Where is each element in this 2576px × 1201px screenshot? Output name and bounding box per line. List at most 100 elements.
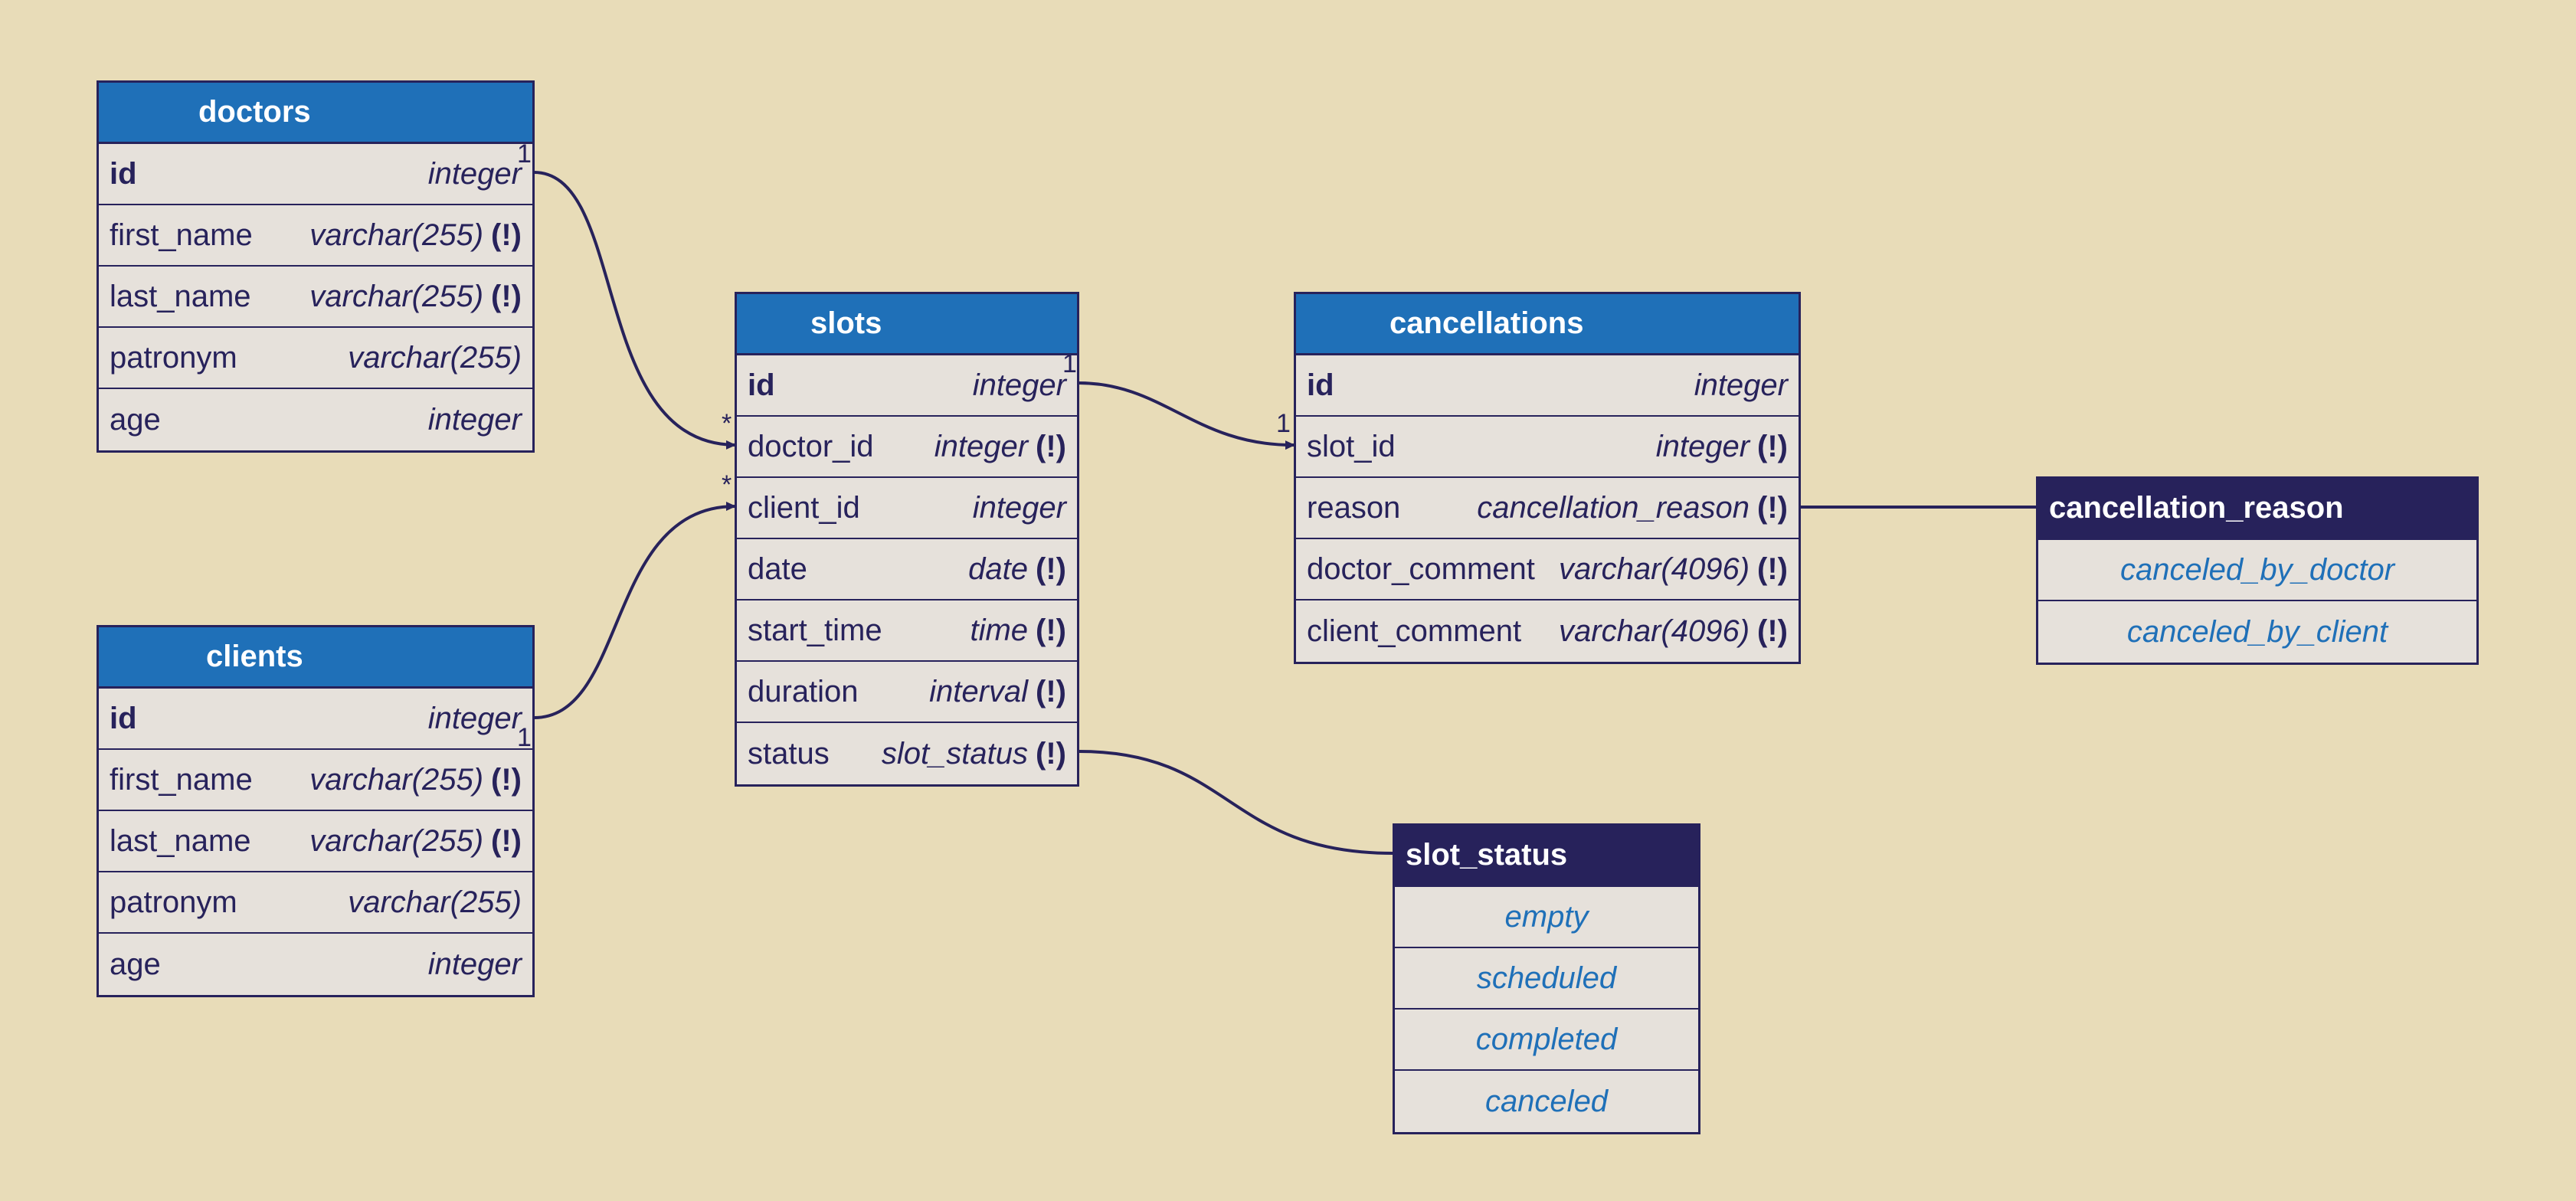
column-type: varchar(4096)(!) [1559, 552, 1788, 587]
not-null-marker: (!) [1757, 490, 1788, 525]
column-type-text: varchar(255) [348, 885, 522, 919]
not-null-marker: (!) [1757, 429, 1788, 463]
enum-value-row[interactable]: completed [1395, 1010, 1698, 1071]
column-name: date [748, 551, 807, 586]
enum-header: slot_status [1395, 826, 1698, 887]
column-type-text: integer [934, 429, 1029, 463]
enum-value-row[interactable]: canceled_by_doctor [2038, 540, 2476, 601]
table-name: slots [810, 306, 882, 340]
table-header: cancellations [1296, 294, 1799, 355]
column-type: date(!) [968, 552, 1066, 587]
not-null-marker: (!) [1036, 674, 1066, 708]
not-null-marker: (!) [1036, 429, 1066, 463]
cardinality-doctors-from: 1 [517, 139, 532, 169]
column-type: varchar(4096)(!) [1559, 614, 1788, 649]
column-type-text: varchar(255) [309, 762, 484, 797]
column-type-text: slot_status [881, 736, 1029, 771]
enum-name: slot_status [1406, 838, 1568, 872]
not-null-marker: (!) [1036, 551, 1066, 586]
column-row-duration[interactable]: duration interval(!) [737, 662, 1077, 723]
column-name: client_id [748, 490, 860, 525]
column-row-id[interactable]: id integer [99, 689, 532, 750]
column-type: integer [428, 702, 522, 736]
cardinality-clients-to: * [722, 470, 732, 499]
column-row-start-time[interactable]: start_time time(!) [737, 600, 1077, 662]
column-type: varchar(255)(!) [309, 763, 522, 797]
column-row-last-name[interactable]: last_name varchar(255)(!) [99, 267, 532, 328]
enum-value-row[interactable]: empty [1395, 887, 1698, 948]
column-name: id [110, 701, 137, 735]
edge-slots-slot-status [1078, 750, 1394, 855]
enum-slot-status[interactable]: slot_status empty scheduled completed cance… [1393, 823, 1700, 1134]
column-type-text: integer [1694, 368, 1788, 402]
column-type-text: time [970, 613, 1029, 647]
column-type: varchar(255)(!) [309, 280, 522, 314]
column-name: duration [748, 674, 859, 708]
edge-clients-slots [533, 502, 736, 719]
column-type: varchar(255)(!) [309, 218, 522, 253]
column-name: age [110, 402, 161, 437]
column-type: time(!) [970, 614, 1066, 648]
column-type-text: integer [1655, 429, 1750, 463]
column-name: id [1307, 368, 1334, 402]
column-row-client-comment[interactable]: client_comment varchar(4096)(!) [1296, 600, 1799, 662]
column-name: patronym [110, 885, 237, 919]
enum-value-row[interactable]: canceled_by_client [2038, 601, 2476, 663]
enum-name: cancellation_reason [2049, 491, 2344, 525]
not-null-marker: (!) [491, 823, 522, 858]
column-name: last_name [110, 279, 251, 313]
edge-slots-cancellations [1078, 381, 1295, 450]
column-type: integer [1694, 368, 1788, 403]
column-type: integer [428, 947, 522, 982]
enum-header: cancellation_reason [2038, 479, 2476, 540]
column-name: client_comment [1307, 614, 1522, 648]
table-name: cancellations [1389, 306, 1584, 340]
table-header: clients [99, 627, 532, 689]
table-header: slots [737, 294, 1077, 355]
column-row-patronym[interactable]: patronym varchar(255) [99, 872, 532, 934]
column-name: reason [1307, 490, 1401, 525]
column-type: integer [428, 403, 522, 437]
column-type-text: integer [972, 368, 1066, 402]
column-type: varchar(255) [348, 341, 522, 375]
column-type: varchar(255)(!) [309, 824, 522, 859]
enum-value: canceled_by_client [2126, 614, 2388, 649]
column-row-id[interactable]: id integer [1296, 355, 1799, 417]
column-type-text: integer [427, 156, 522, 191]
enum-value: canceled [1484, 1084, 1609, 1118]
enum-value: scheduled [1476, 960, 1617, 995]
column-type: integer [973, 368, 1066, 403]
column-name: start_time [748, 613, 882, 647]
column-type-text: varchar(4096) [1559, 551, 1750, 586]
column-row-age[interactable]: age integer [99, 389, 532, 450]
column-row-date[interactable]: date date(!) [737, 539, 1077, 600]
column-row-doctor-comment[interactable]: doctor_comment varchar(4096)(!) [1296, 539, 1799, 600]
column-type: integer [428, 157, 522, 191]
enum-value-row[interactable]: canceled [1395, 1071, 1698, 1132]
column-type-text: integer [427, 402, 522, 437]
column-type-text: integer [427, 701, 522, 735]
column-type-text: interval [929, 674, 1029, 708]
not-null-marker: (!) [1757, 551, 1788, 586]
enum-value: completed [1475, 1022, 1618, 1056]
enum-value-row[interactable]: scheduled [1395, 948, 1698, 1010]
not-null-marker: (!) [491, 762, 522, 797]
column-name: doctor_comment [1307, 551, 1535, 586]
